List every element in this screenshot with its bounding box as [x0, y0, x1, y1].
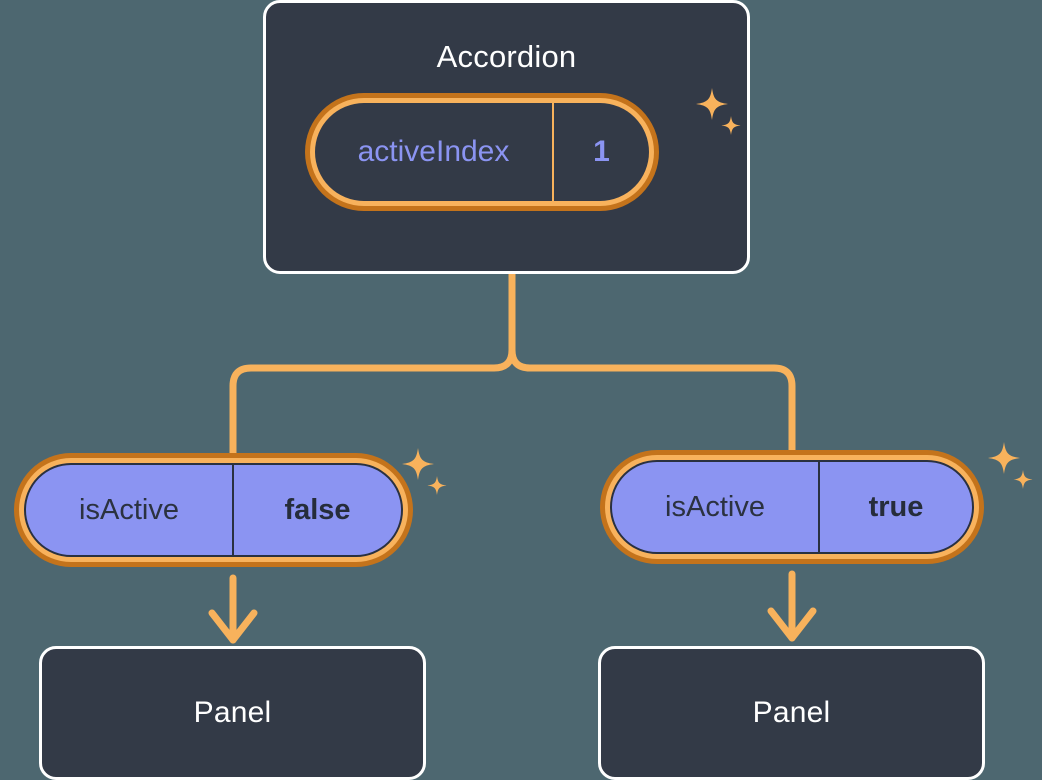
- prop-value: false: [284, 493, 351, 526]
- pill-divider: [818, 462, 820, 552]
- pill-divider: [552, 103, 554, 201]
- prop-value: 1: [593, 135, 610, 168]
- pill-divider: [232, 465, 234, 555]
- prop-pill-activeindex[interactable]: activeIndex 1: [305, 93, 659, 211]
- arrowhead-left: [208, 609, 258, 644]
- pill-inner-ring: activeIndex 1: [310, 98, 654, 206]
- prop-name-label: activeIndex: [357, 135, 510, 168]
- prop-value: true: [868, 490, 924, 523]
- prop-pill-isactive-false[interactable]: isActive false: [14, 453, 413, 567]
- pill-surface: isActive true: [610, 460, 974, 554]
- pill-surface: activeIndex 1: [315, 103, 649, 201]
- prop-name-label: isActive: [79, 493, 179, 526]
- page-title: Accordion: [436, 39, 577, 74]
- pill-outer-ring: isActive true: [600, 450, 984, 564]
- pill-outer-ring: isActive false: [14, 453, 413, 567]
- panel-card-right[interactable]: Panel: [598, 646, 985, 780]
- pill-inner-ring: isActive false: [19, 458, 408, 562]
- panel-title: Panel: [752, 696, 831, 729]
- wire-root-to-right: [508, 270, 796, 462]
- panel-card-left[interactable]: Panel: [39, 646, 426, 780]
- panel-title: Panel: [193, 696, 272, 729]
- arrowhead-right: [767, 607, 817, 642]
- prop-name-label: isActive: [665, 490, 765, 523]
- pill-outer-ring: activeIndex 1: [305, 93, 659, 211]
- pill-inner-ring: isActive true: [605, 455, 979, 559]
- wire-root-to-left: [229, 270, 516, 464]
- prop-pill-isactive-true[interactable]: isActive true: [600, 450, 984, 564]
- pill-surface: isActive false: [24, 463, 403, 557]
- sparkles-icon: [978, 436, 1040, 503]
